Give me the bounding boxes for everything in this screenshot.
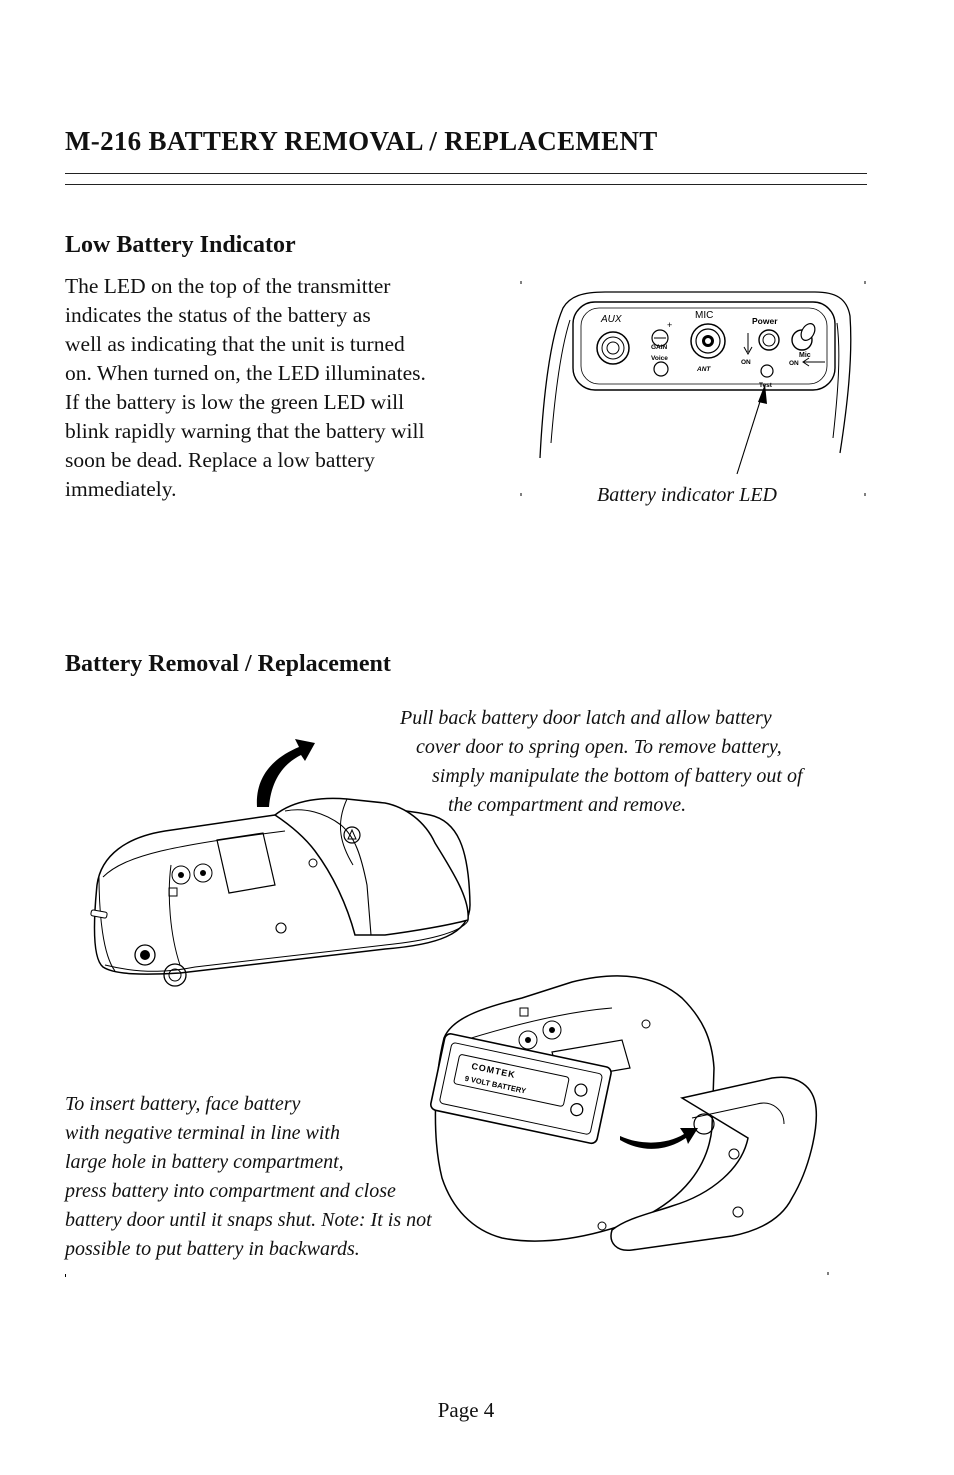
caption-line: the compartment and remove. (448, 794, 687, 816)
paragraph-line: indicates the status of the battery as (65, 303, 371, 327)
battery-led (760, 364, 774, 378)
paragraph-line: The LED on the top of the transmitter (65, 274, 391, 298)
caption-line: To insert battery, face battery (65, 1093, 301, 1115)
caption-line: battery door until it snaps shut. Note: … (65, 1209, 432, 1231)
led-caption: Battery indicator LED (597, 484, 777, 506)
insert-arrow (620, 1128, 698, 1149)
voice-label: Voice (651, 355, 668, 362)
paragraph-line: blink rapidly warning that the battery w… (65, 419, 425, 443)
header-rule-top (65, 173, 867, 174)
gain-label: GAIN (651, 344, 668, 351)
caption-line: Pull back battery door latch and allow b… (400, 707, 772, 729)
closed-transmitter-illustration (90, 739, 471, 987)
crop-mark (65, 1274, 66, 1277)
removal-heading: Battery Removal / Replacement (65, 651, 391, 677)
caption-line: with negative terminal in line with (65, 1122, 340, 1144)
low-battery-heading: Low Battery Indicator (65, 232, 296, 258)
caption-line: possible to put battery in backwards. (65, 1238, 360, 1260)
paragraph-line: soon be dead. Replace a low battery (65, 448, 375, 472)
header-rule-bottom (65, 184, 867, 185)
low-battery-paragraph: The LED on the top of the transmitter in… (65, 272, 515, 504)
paragraph-line: on. When turned on, the LED illuminates. (65, 361, 426, 385)
transmitter-top-illustration: AUX + GAIN Voice MIC ANT Power ON Test M… (520, 281, 866, 496)
caption-line: simply manipulate the bottom of battery … (432, 765, 803, 787)
caption-line: press battery into compartment and close (65, 1180, 396, 1202)
caption-line: cover door to spring open. To remove bat… (416, 736, 782, 758)
paragraph-line: well as indicating that the unit is turn… (65, 332, 405, 356)
paragraph-line: If the battery is low the green LED will (65, 390, 405, 414)
caption-line: large hole in battery compartment, (65, 1151, 344, 1173)
on-right-label: ON (789, 360, 799, 367)
paragraph-line: immediately. (65, 477, 177, 501)
ant-label: ANT (696, 366, 711, 373)
page-title: M-216 BATTERY REMOVAL / REPLACEMENT (65, 126, 658, 156)
open-transmitter-illustration: COMTEK 9 VOLT BATTERY (430, 975, 829, 1275)
nine-volt-battery: COMTEK 9 VOLT BATTERY (430, 1033, 612, 1145)
mic-label: MIC (695, 310, 713, 321)
aux-label: AUX (600, 314, 622, 325)
insert-caption: To insert battery, face battery with neg… (65, 1090, 432, 1264)
battery-compartment-hole (693, 1113, 715, 1135)
mic-switch-label: Mic (799, 352, 811, 359)
test-label: Test (759, 382, 773, 389)
power-label: Power (752, 316, 778, 326)
door-swing-arrow (256, 739, 315, 807)
pull-caption: Pull back battery door latch and allow b… (400, 704, 803, 820)
svg-text:+: + (667, 320, 672, 330)
page-number: Page 4 (437, 1398, 495, 1422)
on-left-label: ON (741, 359, 751, 366)
